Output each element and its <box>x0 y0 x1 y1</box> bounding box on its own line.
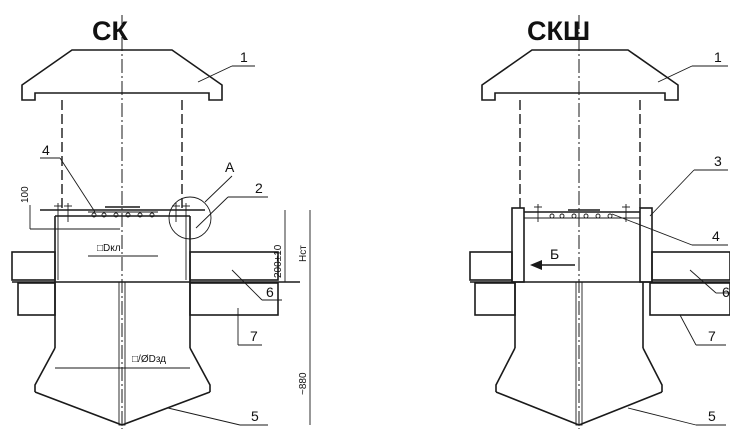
callout-6-sk: 6 <box>266 284 274 300</box>
leader-6-sksh <box>689 269 717 294</box>
leader-5-sksh <box>627 407 697 426</box>
callout-7-sk: 7 <box>250 328 258 344</box>
motor-shaft-sksh <box>575 281 583 426</box>
leader-1-sk <box>197 65 233 83</box>
callout-6-sksh: 6 <box>722 284 730 300</box>
callout-3-sksh: 3 <box>714 153 722 169</box>
roof-slab-right-sksh <box>649 282 730 316</box>
leader-7-sksh <box>679 314 697 346</box>
damper-sk <box>88 206 158 218</box>
leader-3-sksh <box>649 169 695 217</box>
leader-5-sk <box>167 407 241 426</box>
damper-sksh <box>549 209 613 219</box>
leader-4-sksh <box>611 213 693 246</box>
fan-housing-sksh <box>495 347 663 392</box>
housing-wall-right-sksh <box>639 207 653 283</box>
leader-4-sk <box>59 157 96 213</box>
cap-sksh <box>481 49 679 101</box>
title-sksh: СКШ <box>527 16 590 46</box>
leader-2-sk <box>195 196 229 229</box>
callout-4-sksh: 4 <box>712 228 720 244</box>
detail-circle-a <box>168 196 212 240</box>
fan-housing-sk <box>34 347 211 392</box>
callout-1-sk: 1 <box>240 49 248 65</box>
flange-bolts-sksh <box>534 204 630 222</box>
callout-5-sk: 5 <box>251 408 259 424</box>
detail-a-leader <box>204 175 233 203</box>
dim-100: 100 <box>20 186 31 203</box>
roof-slab-right-sk <box>189 282 279 316</box>
insulation-left-sksh <box>469 251 513 281</box>
detail-a-label: А <box>225 159 235 175</box>
dim-dzd: □/ØDзд <box>132 354 166 365</box>
drawing-sksh: СКШ <box>469 15 730 429</box>
view-b-label: Б <box>550 246 559 262</box>
drawing-sk: СК <box>11 15 311 429</box>
insulation-left-sk <box>11 251 56 281</box>
dim-dkl: □Dкл <box>97 243 121 254</box>
insulation-right-sksh <box>651 251 730 281</box>
callout-2-sk: 2 <box>255 180 263 196</box>
callout-1-sksh: 1 <box>714 49 722 65</box>
callout-5-sksh: 5 <box>708 408 716 424</box>
housing-wall-left-sksh <box>511 207 525 283</box>
roof-slab-left-sksh <box>474 282 516 316</box>
insulation-right-sk <box>189 251 279 281</box>
cap-sk <box>21 49 223 101</box>
flange-bolts-sk <box>54 203 190 222</box>
roof-slab-left-sk <box>17 282 56 316</box>
motor-shaft-sk <box>118 281 126 426</box>
dim-hst: Нст <box>298 245 309 262</box>
leader-6-sk <box>231 269 263 301</box>
leader-1-sksh <box>657 65 693 83</box>
title-sk: СК <box>92 16 128 46</box>
callout-4-sk: 4 <box>42 142 50 158</box>
dim-200: 200±10 <box>273 244 284 278</box>
view-arrow-b-head <box>530 260 542 270</box>
dim-880: ~880 <box>298 372 309 395</box>
callout-7-sksh: 7 <box>708 328 716 344</box>
